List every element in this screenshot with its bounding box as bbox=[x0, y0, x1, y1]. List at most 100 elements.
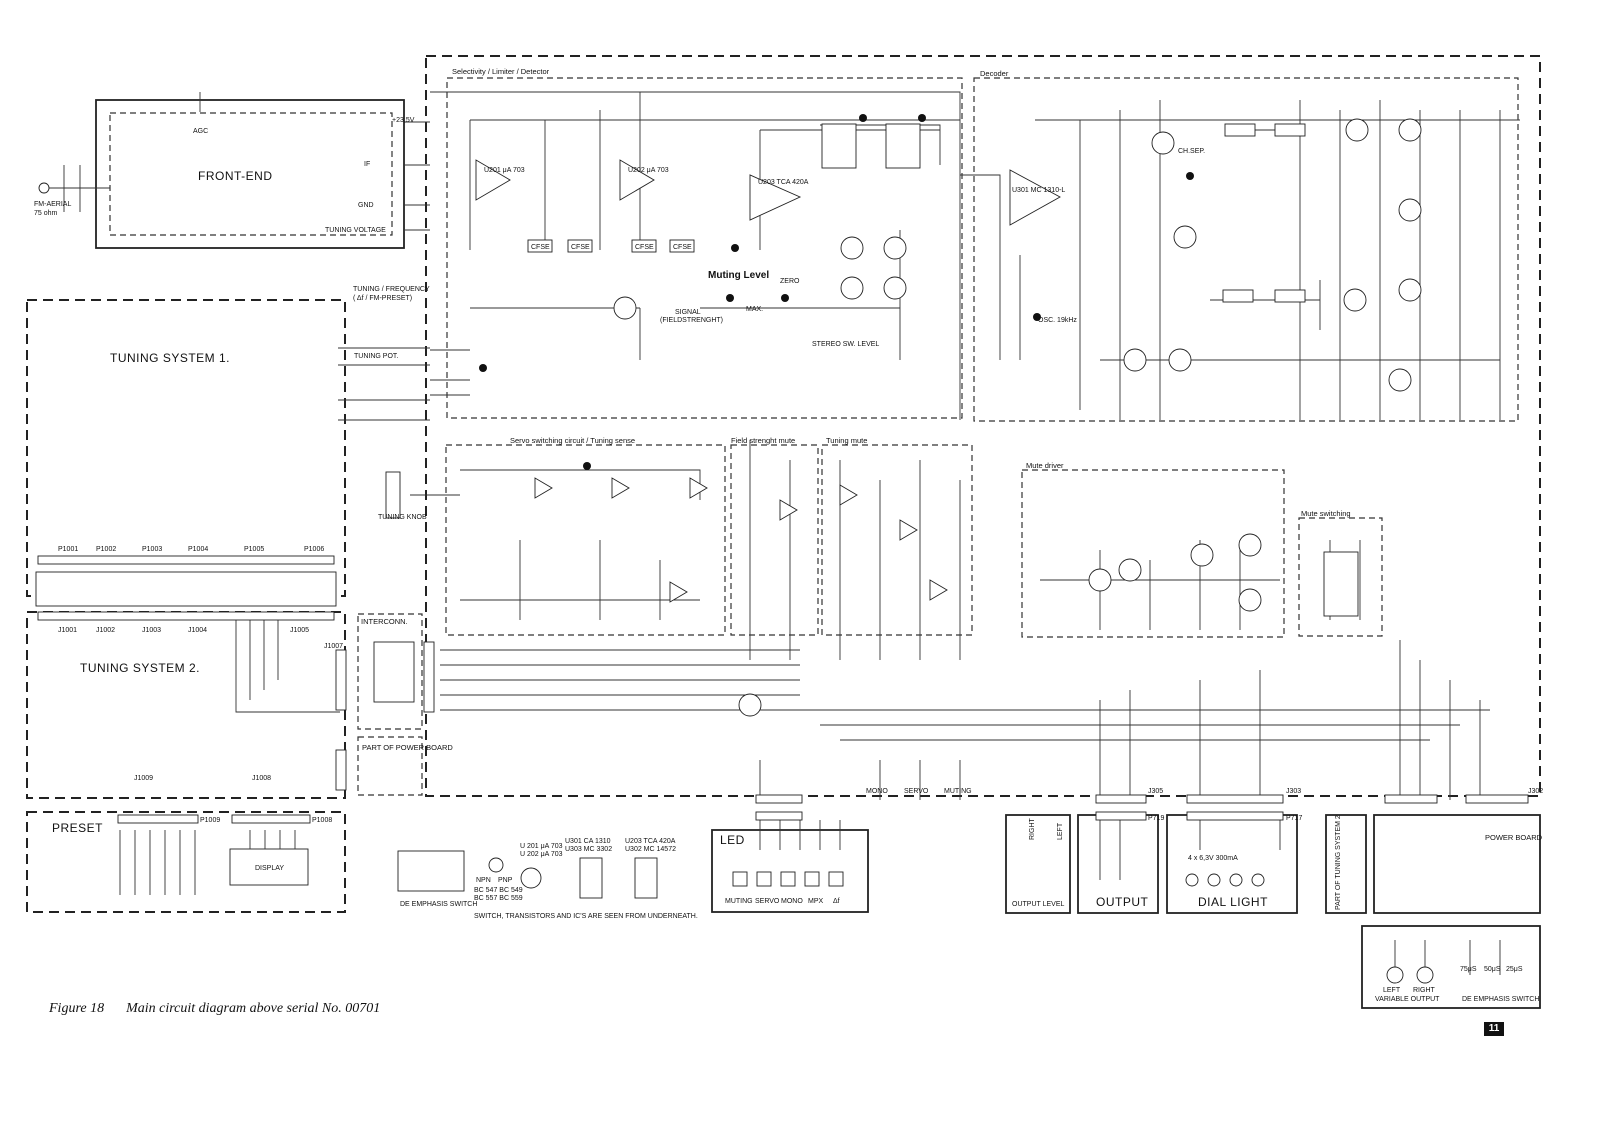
pnp-label: PNP bbox=[498, 877, 513, 884]
de-emphasis-switch-label: DE EMPHASIS SWITCH bbox=[400, 901, 477, 908]
main-board-outline bbox=[425, 55, 1541, 797]
led-label-muting: MUTING bbox=[725, 898, 753, 905]
gnd-label: GND bbox=[358, 202, 374, 209]
output-left-label: LEFT bbox=[1057, 822, 1064, 840]
zero-label: ZERO bbox=[780, 278, 800, 285]
led-label-delta-f: Δf bbox=[833, 898, 840, 905]
connector-p1004: P1004 bbox=[188, 546, 208, 553]
led-label-mpx: MPX bbox=[808, 898, 824, 905]
selectivity-title: Selectivity / Limiter / Detector bbox=[452, 67, 550, 76]
connector-strips bbox=[35, 555, 1529, 824]
tuning-system-2-outline bbox=[26, 611, 346, 799]
fm-aerial-label: FM-AERIAL bbox=[34, 201, 71, 208]
output-jacks bbox=[38, 182, 1434, 984]
filter-3-label: CFSE bbox=[635, 244, 654, 251]
connector-j303: J303 bbox=[1286, 788, 1301, 795]
signal-label: SIGNAL bbox=[675, 309, 701, 316]
tuning-system-2-part-box bbox=[1325, 814, 1367, 914]
tuning-knob-label: TUNING KNOB bbox=[378, 514, 427, 521]
switch-label-mono: MONO bbox=[866, 788, 888, 795]
tuning-frequency-sub: ( Δf / FM-PRESET) bbox=[353, 295, 412, 302]
servo-title: Servo switching circuit / Tuning sense bbox=[510, 436, 635, 445]
ic-u302-label: U302 MC 14572 bbox=[625, 846, 676, 853]
power-board-box bbox=[1373, 814, 1541, 914]
connector-p719: P719 bbox=[1148, 815, 1164, 822]
tuning-mute-outline bbox=[821, 444, 973, 636]
power-board-part-outline bbox=[357, 736, 423, 796]
tau-75-label: 75μS bbox=[1460, 966, 1477, 973]
connector-p717: P717 bbox=[1286, 815, 1302, 822]
led-label-mono: MONO bbox=[781, 898, 803, 905]
filter-4-label: CFSE bbox=[673, 244, 692, 251]
adjustment-dots bbox=[479, 114, 1194, 470]
connector-p1008: P1008 bbox=[312, 817, 332, 824]
ic-u202-label: U 202 μA 703 bbox=[520, 851, 563, 858]
tuning-frequency-label: TUNING / FREQUENCY bbox=[353, 286, 430, 293]
ic-u203-label: U203 TCA 420A bbox=[625, 838, 676, 845]
connector-j1001: J1001 bbox=[58, 627, 77, 634]
underneath-note: SWITCH, TRANSISTORS AND IC'S ARE SEEN FR… bbox=[474, 913, 698, 920]
mute-driver-outline bbox=[1021, 469, 1285, 638]
led-title: LED bbox=[720, 833, 745, 847]
connector-j1005: J1005 bbox=[290, 627, 309, 634]
power-board-title: POWER BOARD bbox=[1485, 833, 1543, 842]
front-end-inner bbox=[109, 112, 393, 236]
figure-text: Main circuit diagram above serial No. 00… bbox=[126, 1001, 381, 1016]
tau-25-label: 25μS bbox=[1506, 966, 1523, 973]
connector-j1007: J1007 bbox=[324, 643, 343, 650]
ic-u301-label: U301 CA 1310 bbox=[565, 838, 611, 845]
output-level-label: OUTPUT LEVEL bbox=[1012, 901, 1064, 908]
connector-j1003: J1003 bbox=[142, 627, 161, 634]
interconn-title: INTERCONN. bbox=[361, 617, 408, 626]
decoder-outline bbox=[973, 77, 1519, 422]
ic-u202-name: U202 μA 703 bbox=[628, 167, 669, 174]
front-end-title: FRONT-END bbox=[198, 169, 273, 183]
lamps-label: 4 x 6,3V 300mA bbox=[1188, 855, 1238, 862]
tuning-voltage-label: TUNING VOLTAGE bbox=[325, 227, 386, 234]
front-end-outer bbox=[95, 99, 405, 249]
ic-u201-name: U201 μA 703 bbox=[484, 167, 525, 174]
right-label: RIGHT bbox=[1413, 987, 1436, 994]
left-label: LEFT bbox=[1383, 987, 1401, 994]
decoder-title: Decoder bbox=[980, 69, 1009, 78]
agc-label: AGC bbox=[193, 128, 208, 135]
led-diodes bbox=[732, 871, 844, 887]
ic-u203-name: U203 TCA 420A bbox=[758, 179, 809, 186]
connector-j1008: J1008 bbox=[252, 775, 271, 782]
supply-label: +23,5V bbox=[392, 117, 415, 124]
coils bbox=[385, 123, 1359, 617]
page-number: 11 bbox=[1484, 1022, 1504, 1036]
connector-j1004: J1004 bbox=[188, 627, 207, 634]
connector-j1002: J1002 bbox=[96, 627, 115, 634]
tuning-system-1-title: TUNING SYSTEM 1. bbox=[110, 351, 230, 365]
preset-title: PRESET bbox=[52, 821, 103, 835]
led-outline bbox=[711, 829, 869, 913]
wiring bbox=[44, 91, 1520, 975]
transistors bbox=[488, 118, 1422, 873]
de-emphasis-switch-label-2: DE EMPHASIS SWITCH bbox=[1462, 996, 1539, 1003]
field-strength-mute-outline bbox=[730, 444, 819, 636]
interconn-outline bbox=[357, 613, 423, 730]
connector-p1009: P1009 bbox=[200, 817, 220, 824]
stereo-sw-level-label: STEREO SW. LEVEL bbox=[812, 341, 879, 348]
npn-types: BC 547 BC 549 bbox=[474, 887, 523, 894]
osc-label: OSC. 19kHz bbox=[1038, 317, 1077, 324]
de-emphasis-output-box bbox=[1361, 925, 1541, 1009]
part-of-tuning-system-2: PART OF TUNING SYSTEM 2 bbox=[1335, 815, 1342, 910]
connector-p1006: P1006 bbox=[304, 546, 324, 553]
filter-1-label: CFSE bbox=[531, 244, 550, 251]
connector-p1002: P1002 bbox=[96, 546, 116, 553]
display-box bbox=[229, 848, 309, 886]
field-strength-mute-title: Field strenght mute bbox=[731, 436, 795, 445]
pnp-types: BC 557 BC 559 bbox=[474, 895, 523, 902]
fm-aerial-impedance: 75 ohm bbox=[34, 210, 58, 217]
connector-j1009: J1009 bbox=[134, 775, 153, 782]
if-label: IF bbox=[364, 161, 370, 168]
servo-outline bbox=[445, 444, 726, 636]
mute-driver-title: Mute driver bbox=[1026, 461, 1064, 470]
connector-j305: J305 bbox=[1148, 788, 1163, 795]
switch-label-servo: SERVO bbox=[904, 788, 929, 795]
tuning-mute-title: Tuning mute bbox=[826, 436, 867, 445]
